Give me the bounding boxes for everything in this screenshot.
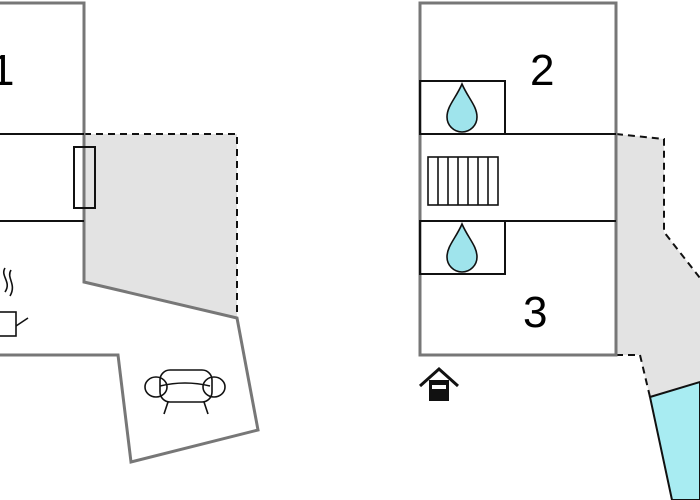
water-drop-icon — [446, 221, 478, 273]
left-terrace — [84, 134, 237, 318]
sliding-door-icon — [73, 146, 96, 209]
stairs-icon — [427, 156, 499, 206]
room-number-3: 3 — [523, 288, 547, 337]
entrance-icon — [418, 366, 460, 401]
bathroom-bottom — [419, 220, 506, 275]
left-terrace-dashed-edge — [84, 133, 238, 318]
right-terrace-dashed-edge-lower — [616, 354, 651, 398]
room-number-2: 2 — [530, 46, 554, 95]
bathroom-top — [419, 80, 506, 135]
right-terrace-dashed-edge — [615, 133, 700, 279]
left-room-wall — [0, 1, 260, 464]
water-drop-icon — [446, 81, 478, 133]
room-number-1: 1 — [0, 46, 14, 95]
pool-icon — [648, 380, 700, 500]
sofa-icon — [144, 369, 226, 415]
barbecue-icon — [0, 267, 29, 337]
right-building-wall — [418, 1, 618, 357]
left-floor: 1 — [0, 1, 260, 464]
right-floor: 2 3 — [418, 1, 700, 500]
